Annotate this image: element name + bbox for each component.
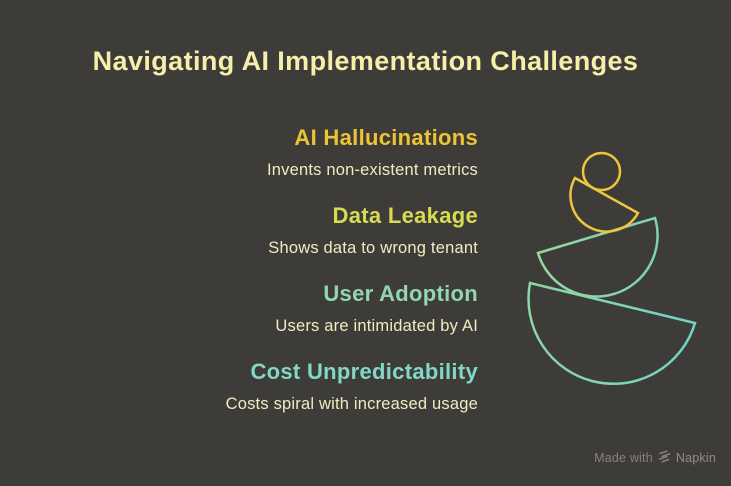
challenge-description: Shows data to wrong tenant bbox=[268, 239, 478, 257]
challenge-heading: AI Hallucinations bbox=[294, 125, 478, 150]
challenge-description: Costs spiral with increased usage bbox=[225, 395, 478, 413]
ball-shape bbox=[581, 151, 622, 192]
napkin-logo-icon bbox=[658, 450, 671, 466]
medium-bowl-shape bbox=[536, 216, 659, 298]
challenge-heading: Cost Unpredictability bbox=[250, 359, 478, 384]
watermark: Made with Napkin bbox=[594, 450, 716, 466]
challenge-item-ai-hallucinations: AI Hallucinations Invents non-existent m… bbox=[226, 126, 478, 180]
watermark-prefix: Made with bbox=[594, 451, 653, 465]
challenge-item-user-adoption: User Adoption Users are intimidated by A… bbox=[226, 282, 478, 336]
watermark-brand: Napkin bbox=[675, 451, 716, 465]
challenge-heading: User Adoption bbox=[323, 281, 478, 306]
challenge-list: AI Hallucinations Invents non-existent m… bbox=[226, 126, 478, 438]
challenge-description: Invents non-existent metrics bbox=[266, 161, 478, 179]
stacked-bowls-illustration bbox=[527, 151, 697, 386]
page-title: Navigating AI Implementation Challenges bbox=[92, 46, 639, 76]
challenge-description: Users are intimidated by AI bbox=[275, 317, 478, 335]
small-bowl-shape bbox=[569, 176, 640, 233]
large-bowl-shape bbox=[527, 281, 697, 386]
challenge-item-cost-unpredictability: Cost Unpredictability Costs spiral with … bbox=[226, 360, 478, 414]
challenge-heading: Data Leakage bbox=[332, 203, 478, 228]
challenge-item-data-leakage: Data Leakage Shows data to wrong tenant bbox=[226, 204, 478, 258]
